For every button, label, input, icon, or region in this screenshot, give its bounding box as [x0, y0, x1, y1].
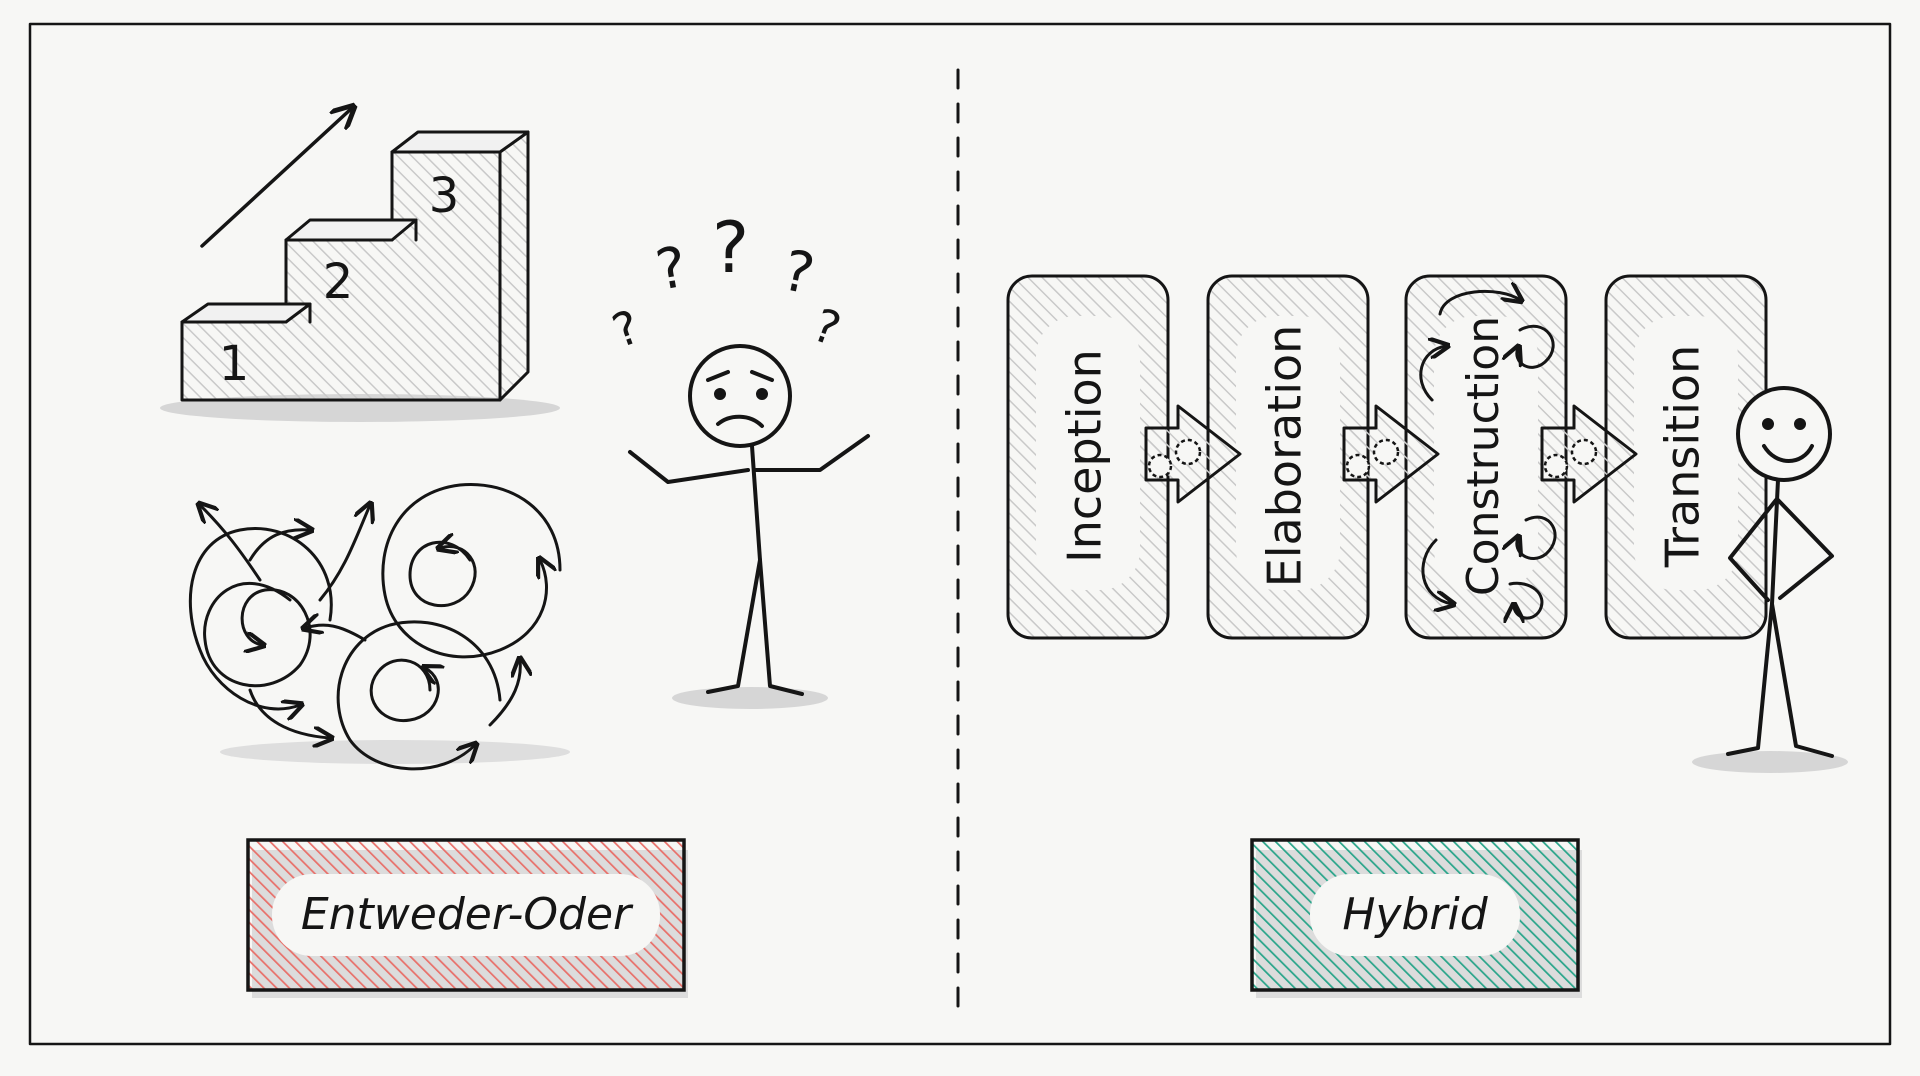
phase-connector-2 — [1342, 404, 1440, 504]
gear-icon — [1543, 453, 1569, 479]
happy-person-eye-left — [1762, 418, 1774, 430]
growth-arrow-icon — [200, 108, 352, 248]
outer-frame — [28, 22, 1892, 1046]
question-mark-icon: ? — [651, 235, 692, 304]
gear-icon — [1372, 438, 1400, 466]
confused-person-eyebrow-left — [706, 370, 730, 382]
iteration-loop-icon — [1419, 346, 1446, 402]
confused-person-arm-right — [754, 434, 870, 472]
label-hybrid-text: Hybrid — [1342, 889, 1488, 940]
step-3-number: 3 — [429, 168, 460, 224]
happy-person-arm-left — [1728, 498, 1778, 602]
iteration-loop-icon — [1517, 324, 1555, 369]
label-hybrid: Hybrid — [1250, 838, 1582, 998]
step-1-number: 1 — [219, 336, 250, 392]
spiral-chaos-illustration — [188, 482, 570, 771]
label-entweder-oder-text: Entweder-Oder — [301, 889, 634, 940]
gear-icon — [1345, 453, 1371, 479]
label-entweder-oder-panel — [272, 874, 660, 956]
gear-icon — [1570, 438, 1598, 466]
spiral-left-outer — [188, 527, 333, 708]
phase-connector-1 — [1144, 404, 1242, 504]
staircase-illustration: 1 2 3 — [160, 108, 560, 422]
iteration-loop-icon — [1438, 291, 1520, 316]
phase-column-elaboration: Elaboration — [1206, 274, 1370, 640]
phase-label-construction: Construction — [1458, 316, 1509, 596]
confused-person-eyebrow-right — [750, 370, 774, 382]
phase-label-panel — [1236, 316, 1340, 590]
spiral-bottom-outer — [336, 620, 502, 771]
chaos-arrow-3 — [248, 688, 330, 738]
iteration-loop-icon — [1517, 515, 1557, 561]
happy-person-smile — [1762, 444, 1814, 463]
question-mark-icon: ? — [605, 299, 646, 358]
happy-person-arm-right — [1776, 498, 1834, 600]
phase-label-elaboration: Elaboration — [1258, 325, 1312, 588]
step-2-top — [284, 218, 418, 242]
chaos-arrow-5 — [305, 625, 367, 642]
spiral-bottom — [369, 658, 438, 722]
label-entweder-oder: Entweder-Oder — [246, 838, 688, 998]
label-hybrid-panel — [1310, 874, 1520, 956]
phase-label-panel — [1434, 316, 1538, 590]
step-1-top — [180, 302, 312, 324]
spiral-left — [203, 581, 312, 688]
confused-person-shadow — [672, 687, 828, 709]
happy-person-figure — [1692, 386, 1848, 773]
question-mark-icon: ? — [712, 207, 749, 289]
chaos-arrow-2 — [318, 505, 370, 602]
happy-person-leg-right — [1770, 602, 1834, 758]
step-3-top — [390, 130, 530, 154]
phase-label-inception: Inception — [1058, 349, 1112, 563]
question-mark-icon: ? — [777, 238, 820, 308]
step-2-number: 2 — [323, 254, 354, 310]
confused-person-arm-left — [628, 450, 750, 484]
iteration-loop-icon — [1421, 538, 1452, 604]
chaos-arrow-4 — [488, 660, 520, 727]
happy-person-shadow — [1692, 751, 1848, 773]
gear-icon — [1147, 453, 1173, 479]
chaos-arrow-6 — [248, 530, 310, 562]
happy-person-leg-left — [1726, 602, 1774, 756]
happy-person-eye-right — [1794, 418, 1806, 430]
phase-column-construction: Construction — [1404, 274, 1568, 640]
confused-person-figure: ? ? ? ? ? — [605, 207, 870, 709]
confused-person-torso — [750, 444, 762, 562]
question-mark-icon: ? — [806, 298, 847, 357]
phase-column-transition: Transition — [1604, 274, 1768, 640]
confused-person-eye-left — [714, 388, 726, 400]
chaos-arrow-1 — [200, 505, 262, 582]
happy-person-head — [1736, 386, 1832, 482]
confused-person-leg-right — [758, 558, 804, 696]
spiral-top-right — [408, 542, 477, 607]
confused-person-mouth — [716, 414, 764, 428]
phase-connector-3 — [1540, 404, 1638, 504]
confused-person-head — [688, 344, 792, 448]
iteration-loop-icon — [1510, 581, 1544, 618]
spiral-shadow — [220, 740, 570, 764]
phase-column-inception: Inception — [1006, 274, 1170, 640]
phase-label-panel — [1036, 316, 1140, 590]
phase-columns: Inception Elaboration Construction — [1006, 274, 1768, 640]
confused-person-eye-right — [756, 388, 768, 400]
confused-person-leg-left — [706, 558, 762, 694]
spiral-top-right-outer — [381, 482, 562, 659]
phase-label-transition: Transition — [1656, 345, 1710, 568]
gear-icon — [1174, 438, 1202, 466]
staircase-side-face — [498, 130, 530, 402]
phase-label-panel — [1634, 316, 1738, 590]
